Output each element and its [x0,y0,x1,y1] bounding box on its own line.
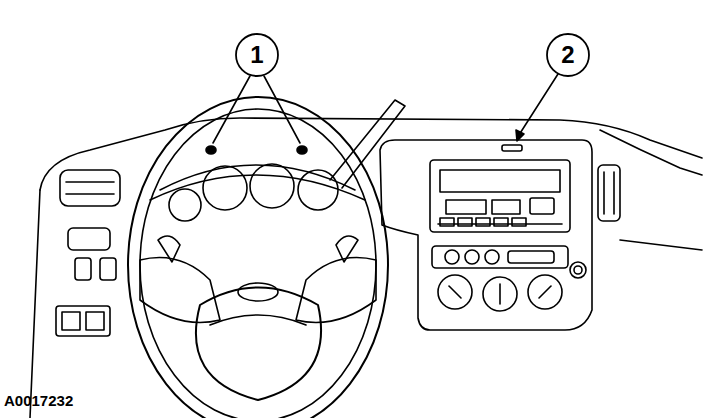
callout-number: 2 [561,43,574,67]
reference-code: A0017232 [4,393,73,408]
callout-number: 1 [250,43,263,67]
